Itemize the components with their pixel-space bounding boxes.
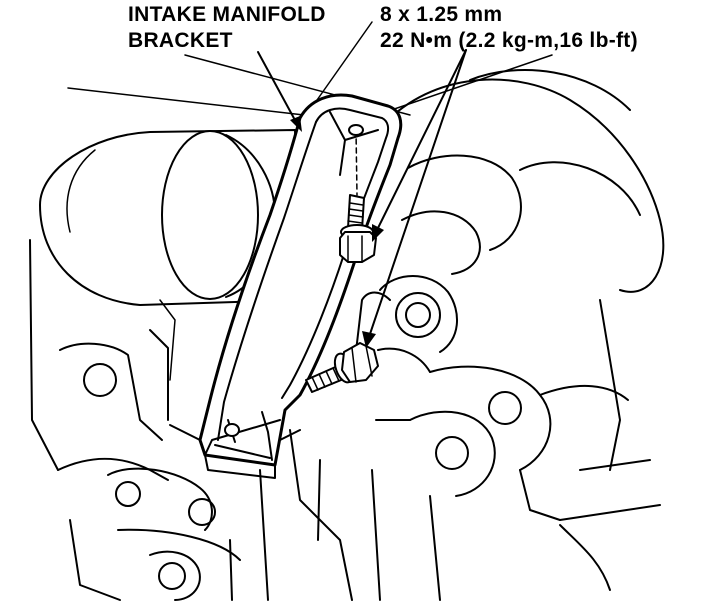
- bolt-spec-callout: 8 x 1.25 mm 22 N•m (2.2 kg-m,16 lb-ft): [380, 2, 638, 54]
- leader-arrowhead-upper-bolt: [372, 224, 384, 242]
- part-name-line-1: INTAKE MANIFOLD: [128, 3, 326, 26]
- lower-right-housing: [371, 299, 661, 601]
- torque-label: 22 N•m (2.2 kg-m,16 lb-ft): [380, 29, 638, 52]
- bolt-size-label: 8 x 1.25 mm: [380, 3, 503, 26]
- upper-bolt: [339, 124, 377, 263]
- callout-leaders: [257, 49, 467, 348]
- mounting-boss: [379, 275, 459, 353]
- lower-flange: [57, 457, 241, 601]
- intake-manifold-bracket: [198, 93, 403, 479]
- lower-bolt: [305, 342, 379, 393]
- part-name-line-2: BRACKET: [128, 29, 233, 52]
- leader-arrowhead-part: [290, 116, 302, 132]
- part-name-callout: INTAKE MANIFOLD BRACKET: [128, 2, 326, 54]
- leader-arrowhead-lower-bolt: [362, 331, 376, 348]
